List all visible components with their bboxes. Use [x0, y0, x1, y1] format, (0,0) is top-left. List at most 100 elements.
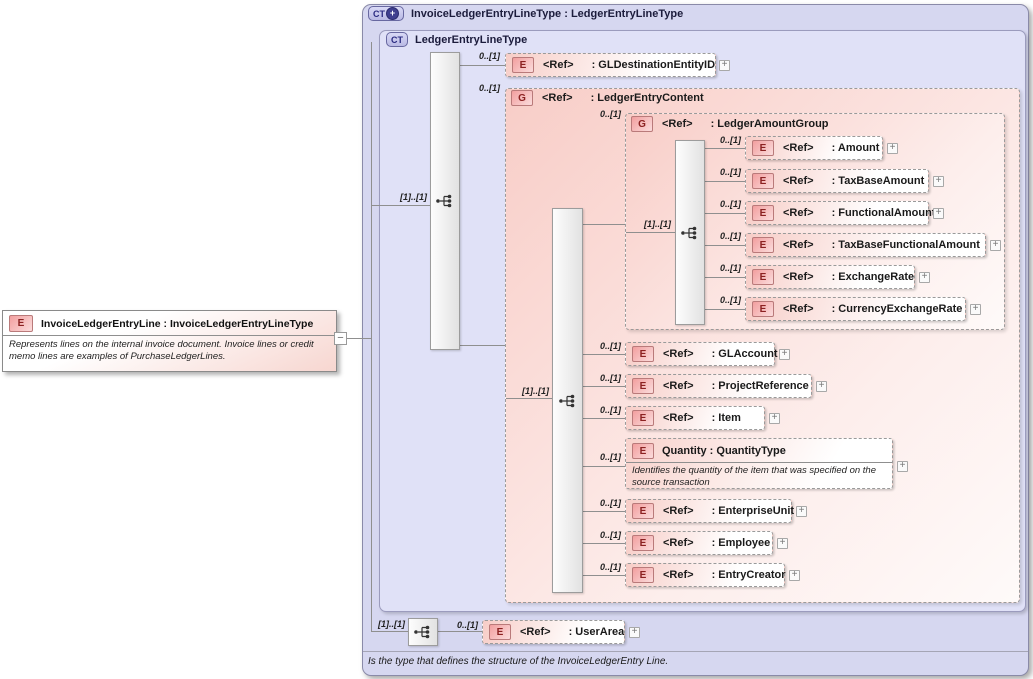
outer-type-header[interactable]: CT+ InvoiceLedgerEntryLineType : LedgerE… — [368, 6, 683, 21]
connector-line — [705, 181, 745, 182]
expand-icon[interactable]: + — [779, 349, 790, 360]
base-type-header[interactable]: CT LedgerEntryLineType — [386, 32, 527, 47]
sequence-bar[interactable] — [552, 208, 583, 593]
element-user-area[interactable]: E <Ref> : UserArea — [482, 620, 625, 644]
ref-label: <Ref> — [663, 537, 694, 549]
element-name: : EnterpriseUnit — [711, 505, 795, 517]
element-badge: E — [632, 410, 654, 426]
connector-line — [583, 418, 625, 419]
element-badge: E — [632, 378, 654, 394]
ref-label: <Ref> — [543, 59, 574, 71]
connector-line — [506, 398, 552, 399]
element-description: Represents lines on the internal invoice… — [3, 335, 336, 366]
group-ledger-amount-group[interactable]: G <Ref> : LedgerAmountGroup — [631, 116, 829, 132]
connector-line — [371, 42, 372, 632]
element-tax-base-functional-amount[interactable]: E <Ref> : TaxBaseFunctionalAmount — [745, 233, 986, 257]
cardinality-label: 0..[1] — [719, 295, 741, 305]
connector-line — [347, 338, 371, 339]
expand-icon[interactable]: + — [629, 627, 640, 638]
element-item[interactable]: E <Ref> : Item — [625, 406, 765, 430]
connector-line — [438, 631, 482, 632]
element-name: : TaxBaseFunctionalAmount — [831, 239, 980, 251]
element-name: : FunctionalAmount — [831, 207, 936, 219]
cardinality-label: 0..[1] — [478, 83, 500, 93]
element-badge: E — [632, 567, 654, 583]
connector-line — [705, 309, 745, 310]
element-name: : GLAccount — [711, 348, 778, 360]
expand-icon[interactable]: + — [933, 208, 944, 219]
cardinality-label: 0..[1] — [719, 231, 741, 241]
expand-icon[interactable]: + — [769, 413, 780, 424]
sequence-bar[interactable] — [408, 618, 438, 646]
element-description: Identifies the quantity of the item that… — [626, 462, 892, 491]
expand-icon[interactable]: + — [990, 240, 1001, 251]
connector-line — [460, 345, 505, 346]
connector-line — [705, 277, 745, 278]
footer-divider — [363, 651, 1028, 652]
expand-icon[interactable]: + — [897, 461, 908, 472]
element-badge: E — [752, 301, 774, 317]
sequence-icon — [681, 226, 697, 239]
element-badge: E — [752, 140, 774, 156]
expand-icon[interactable]: + — [970, 304, 981, 315]
sequence-bar[interactable] — [675, 140, 705, 325]
element-exchange-rate[interactable]: E <Ref> : ExchangeRate — [745, 265, 915, 289]
element-name: : Amount — [831, 142, 880, 154]
cardinality-label: [1]..[1] — [522, 386, 549, 396]
cardinality-label: 0..[1] — [599, 562, 621, 572]
complex-type-derived-icon: CT+ — [368, 6, 404, 21]
ref-label: <Ref> — [783, 142, 814, 154]
base-type-title: LedgerEntryLineType — [415, 33, 528, 46]
element-functional-amount[interactable]: E <Ref> : FunctionalAmount — [745, 201, 935, 225]
cardinality-label: [1]..[1] — [400, 192, 427, 202]
element-currency-exchange-rate[interactable]: E <Ref> : CurrencyExchangeRate — [745, 297, 966, 321]
element-amount[interactable]: E <Ref> : Amount — [745, 136, 883, 160]
expand-icon[interactable]: + — [777, 538, 788, 549]
element-badge: E — [752, 237, 774, 253]
connector-line — [705, 245, 745, 246]
ref-label: <Ref> — [663, 505, 694, 517]
ref-label: <Ref> — [663, 348, 694, 360]
element-name: : GLDestinationEntityID — [591, 59, 716, 71]
expand-icon[interactable]: + — [919, 272, 930, 283]
element-name: : CurrencyExchangeRate — [831, 303, 963, 315]
element-entry-creator[interactable]: E <Ref> : EntryCreator — [625, 563, 786, 587]
sequence-icon — [436, 194, 452, 208]
group-ledger-entry-content[interactable]: G <Ref> : LedgerEntryContent — [511, 90, 704, 106]
element-project-reference[interactable]: E <Ref> : ProjectReference — [625, 374, 812, 398]
element-gl-destination-entity-id[interactable]: E <Ref> : GLDestinationEntityID — [505, 53, 716, 77]
expand-icon[interactable]: + — [887, 143, 898, 154]
element-badge: E — [512, 57, 534, 73]
ref-label: <Ref> — [783, 303, 814, 315]
connector-line — [583, 354, 625, 355]
element-badge: E — [9, 315, 33, 332]
expand-icon[interactable]: + — [816, 381, 827, 392]
expand-icon[interactable]: + — [789, 570, 800, 581]
element-name: : UserArea — [568, 626, 625, 638]
expand-icon[interactable]: + — [719, 60, 730, 71]
expand-icon[interactable]: + — [796, 506, 807, 517]
connector-line — [583, 543, 625, 544]
element-enterprise-unit[interactable]: E <Ref> : EnterpriseUnit — [625, 499, 795, 523]
collapse-icon[interactable]: − — [334, 332, 347, 345]
connector-line — [705, 148, 745, 149]
cardinality-label: [1]..[1] — [644, 219, 671, 229]
element-gl-account[interactable]: E <Ref> : GLAccount — [625, 342, 778, 366]
ref-label: <Ref> — [662, 118, 693, 130]
ref-label: <Ref> — [663, 412, 694, 424]
cardinality-label: 0..[1] — [599, 530, 621, 540]
connector-line — [583, 466, 625, 467]
element-employee[interactable]: E <Ref> : Employee — [625, 531, 773, 555]
element-quantity[interactable]: E Quantity : QuantityType Identifies the… — [625, 438, 893, 489]
cardinality-label: 0..[1] — [599, 452, 621, 462]
element-invoice-ledger-entry-line[interactable]: E InvoiceLedgerEntryLine : InvoiceLedger… — [2, 310, 337, 372]
ref-label: <Ref> — [783, 239, 814, 251]
element-tax-base-amount[interactable]: E <Ref> : TaxBaseAmount — [745, 169, 929, 193]
sequence-bar[interactable] — [430, 52, 460, 350]
element-name: : TaxBaseAmount — [831, 175, 925, 187]
expand-icon[interactable]: + — [933, 176, 944, 187]
cardinality-label: 0..[1] — [599, 405, 621, 415]
ref-label: <Ref> — [783, 207, 814, 219]
cardinality-label: 0..[1] — [599, 341, 621, 351]
cardinality-label: 0..[1] — [478, 51, 500, 61]
